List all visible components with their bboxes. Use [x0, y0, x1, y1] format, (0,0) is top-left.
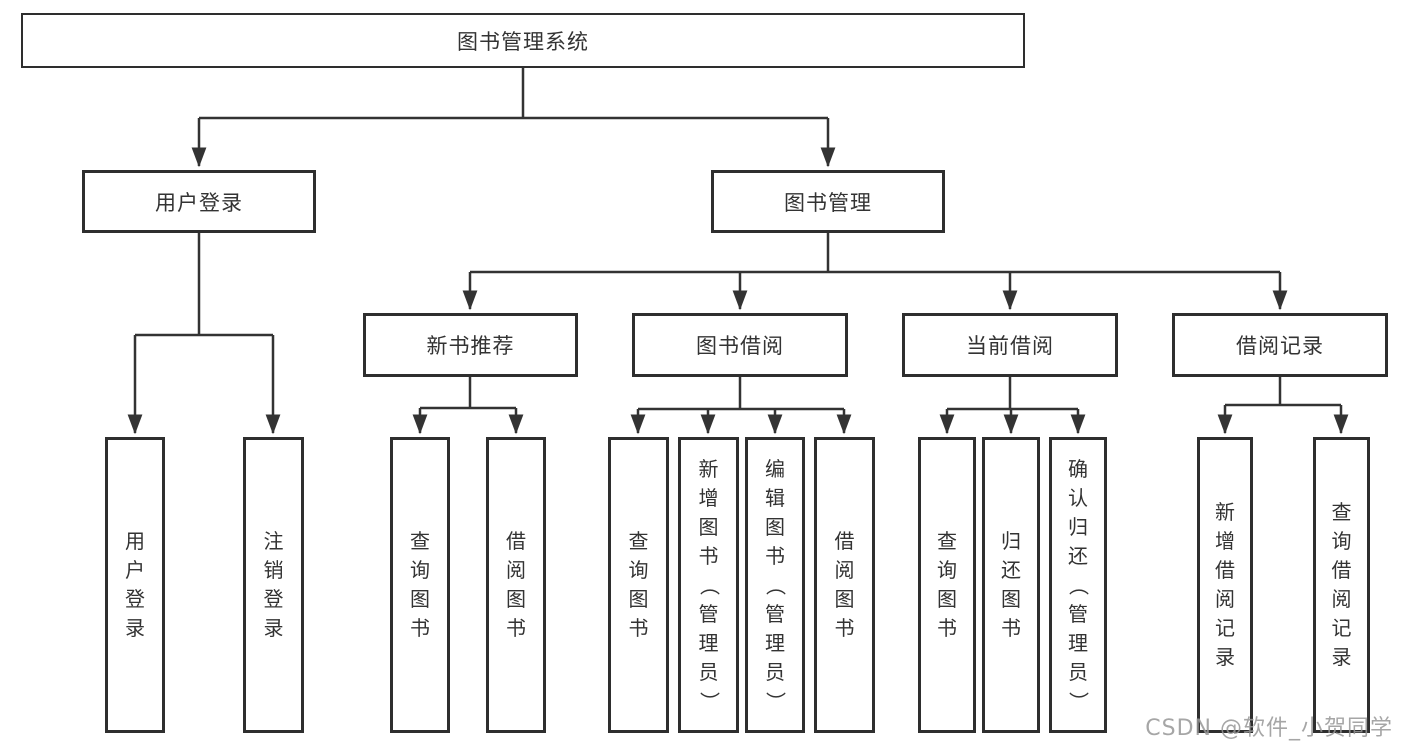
leaf-borrow-query-books: 查询图书	[608, 437, 669, 733]
connector-userlogin-to-leaves	[127, 233, 281, 435]
node-label: 新书推荐	[426, 334, 515, 358]
leaf-logout: 注销登录	[243, 437, 304, 733]
node-user-login: 用户登录	[82, 170, 316, 233]
csdn-watermark: CSDN @软件_小贺同学	[1145, 716, 1393, 741]
node-label: 用户登录	[155, 190, 243, 215]
node-label: 当前借阅	[966, 334, 1054, 358]
connector-newbook-to-leaves	[412, 377, 524, 435]
leaf-newbook-borrow-books: 借阅图书	[486, 437, 546, 733]
node-new-book-recommend: 新书推荐	[363, 313, 578, 377]
leaf-borrow-borrow-books: 借阅图书	[814, 437, 875, 733]
leaf-newbook-query-books: 查询图书	[390, 437, 450, 733]
leaf-records-query-record: 查询借阅记录	[1313, 437, 1370, 733]
node-book-borrow: 图书借阅	[632, 313, 848, 377]
node-library-system: 图书管理系统	[21, 13, 1025, 68]
leaf-current-return-books: 归还图书	[982, 437, 1040, 733]
node-label: 图书管理系统	[457, 29, 589, 54]
node-book-management: 图书管理	[711, 170, 945, 233]
leaf-user-login: 用户登录	[105, 437, 165, 733]
connector-bookborrow-to-leaves	[630, 377, 852, 435]
leaf-current-confirm-return-admin: 确认归还（管理员）	[1049, 437, 1107, 733]
node-label: 借阅记录	[1236, 334, 1324, 358]
connector-bookmgmt-to-level3	[462, 233, 1288, 311]
leaf-records-add-record: 新增借阅记录	[1197, 437, 1253, 733]
leaf-borrow-edit-books-admin: 编辑图书（管理员）	[745, 437, 805, 733]
node-borrow-records: 借阅记录	[1172, 313, 1388, 377]
connector-root-to-level2	[191, 68, 836, 168]
node-label: 图书管理	[784, 190, 872, 215]
connector-records-to-leaves	[1217, 377, 1349, 435]
connector-currentborrow-to-leaves	[939, 377, 1086, 435]
leaf-current-query-books: 查询图书	[918, 437, 976, 733]
leaf-borrow-add-books-admin: 新增图书（管理员）	[678, 437, 739, 733]
node-label: 图书借阅	[696, 334, 784, 358]
node-current-borrow: 当前借阅	[902, 313, 1118, 377]
